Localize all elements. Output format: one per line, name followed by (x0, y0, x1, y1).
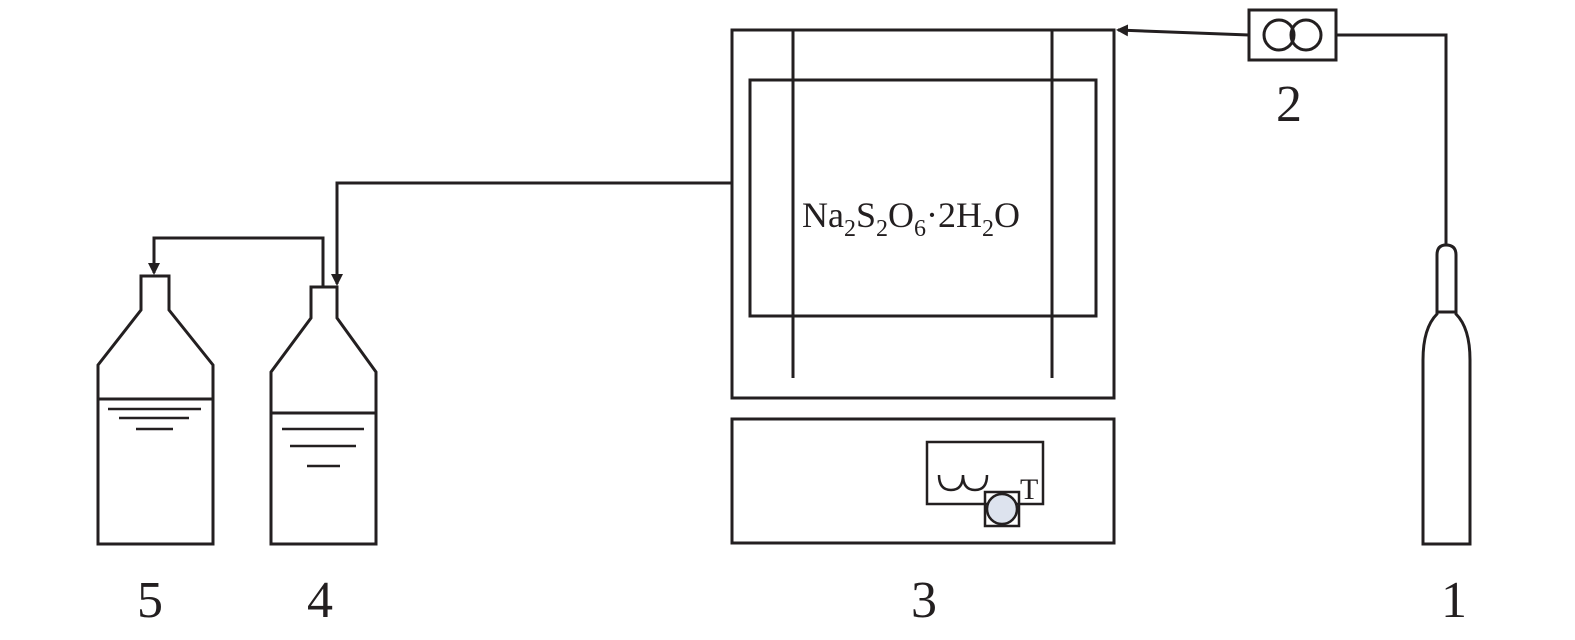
pipe-bottle-4-to-bottle-5 (148, 236, 325, 287)
label-flowmeter: 2 (1276, 76, 1302, 133)
pipe-flowmeter-to-furnace (1116, 24, 1250, 37)
flowmeter (1247, 8, 1338, 62)
furnace-controller: T (730, 417, 1116, 545)
pipe-furnace-to-bottle-4 (331, 181, 732, 286)
sample-formula: Na2S2O6·2H2O (802, 195, 1020, 242)
label-furnace: 3 (911, 572, 937, 629)
gas-cylinder (1421, 243, 1472, 546)
absorption-bottle-5 (96, 274, 215, 546)
thermocouple-label: T (1020, 473, 1038, 506)
label-cylinder: 1 (1441, 572, 1467, 629)
controller-knob-icon (985, 492, 1019, 526)
label-bottle-4: 4 (307, 572, 333, 629)
tube-furnace (730, 28, 1116, 400)
pipe-cylinder-to-flowmeter (1336, 33, 1448, 245)
absorption-bottle-4 (269, 285, 378, 546)
label-bottle-5: 5 (137, 572, 163, 629)
